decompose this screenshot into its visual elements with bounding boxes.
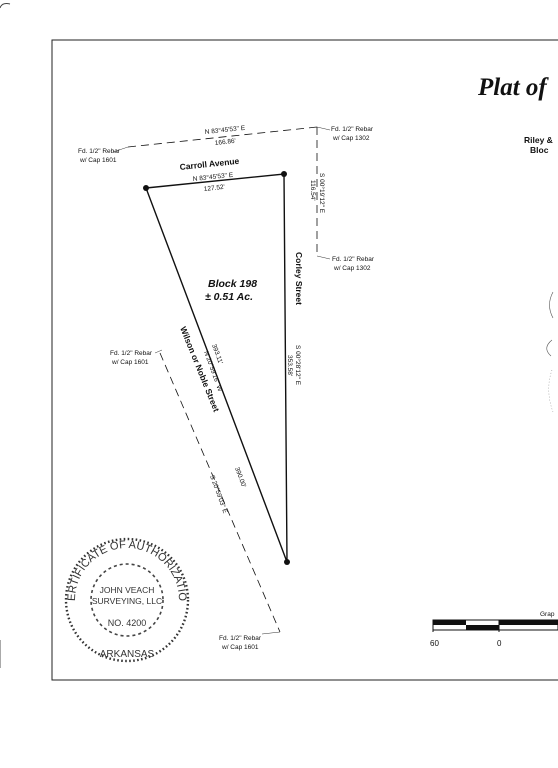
scale-segment [433, 620, 466, 625]
monument-callout-e: Fd. 1/2" Rebar w/ Cap 1302 [316, 255, 375, 272]
plat-subtitle-line2: Bloc [530, 145, 549, 155]
monument-ne-line2: w/ Cap 1302 [332, 135, 370, 142]
street-carroll-avenue: Carroll Avenue [179, 156, 240, 172]
seal-state: ARKANSAS [100, 649, 155, 660]
distance-top-outer: 166.86' [214, 138, 236, 147]
arc-mark [546, 339, 553, 357]
arc-mark [549, 291, 554, 319]
street-corley: Corley Street [294, 252, 304, 305]
scale-segment [466, 625, 499, 630]
monument-callout-s: Fd. 1/2" Rebar w/ Cap 1601 [219, 631, 281, 651]
certificate-seal: CERTIFICATE OF AUTHORIZATION JOHN VEACH … [0, 0, 190, 663]
seal-number: NO. 4200 [108, 618, 147, 628]
drawing-frame [51, 39, 558, 681]
seal-outer-text: CERTIFICATE OF AUTHORIZATION [0, 0, 188, 602]
distance-left-outer: 390.00' [233, 466, 247, 488]
seal-inner-ring [90, 563, 164, 637]
plat-title: Plat of [477, 74, 549, 101]
block-198-boundary [145, 173, 288, 563]
monument-s-line1: Fd. 1/2" Rebar [219, 635, 262, 642]
distance-right-inner: 353.58' [286, 355, 293, 376]
monument-e-line1: Fd. 1/2" Rebar [332, 256, 375, 263]
seal-line2: SURVEYING, LLC [92, 596, 162, 606]
monument-e-line2: w/ Cap 1302 [333, 265, 371, 272]
monument-ne-line1: Fd. 1/2" Rebar [331, 126, 374, 133]
distance-top-inner: 127.52' [203, 184, 225, 193]
block-area: ± 0.51 Ac. [205, 291, 253, 303]
arc-mark [548, 369, 554, 413]
monument-callout-ne: Fd. 1/2" Rebar w/ Cap 1302 [316, 126, 374, 142]
scale-tick-0: 0 [497, 639, 502, 648]
distance-right-outer: 116.54' [309, 180, 316, 201]
wilson-street-row-line [159, 352, 281, 633]
graphic-scale: Grap 60 0 [430, 611, 558, 648]
scale-segment [499, 620, 558, 625]
carroll-avenue-row-line [127, 126, 318, 148]
monument-w-line2: w/ Cap 1601 [111, 359, 149, 366]
bearing-left-outer: S 20°59'03" E [208, 474, 229, 515]
monument-nw-line2: w/ Cap 1601 [79, 157, 117, 164]
seal-line1: JOHN VEACH [100, 585, 155, 595]
block-name: Block 198 [208, 278, 257, 290]
scale-label: Grap [540, 611, 555, 618]
right-of-way-lines [127, 126, 318, 633]
monument-callout-w: Fd. 1/2" Rebar w/ Cap 1601 [110, 349, 163, 366]
bearing-right-outer: S 00°19'12" E [318, 173, 326, 214]
monument-s-line2: w/ Cap 1601 [221, 644, 259, 651]
bearing-top-outer: N 83°45'53" E [204, 124, 246, 136]
scan-corner-mark [0, 3, 11, 9]
seal-outer-ring [64, 537, 190, 663]
corner-monument-nw [143, 185, 149, 191]
monument-callout-nw: Fd. 1/2" Rebar w/ Cap 1601 [78, 146, 129, 164]
bearing-right-inner: S 00°28'12" E [294, 345, 302, 386]
monument-nw-line1: Fd. 1/2" Rebar [78, 148, 121, 155]
plat-subtitle-line1: Riley & [524, 135, 553, 145]
scale-tick-60: 60 [430, 639, 439, 648]
corner-monument-s [284, 559, 290, 565]
monument-w-line1: Fd. 1/2" Rebar [110, 350, 153, 357]
corner-monument-ne [281, 171, 287, 177]
